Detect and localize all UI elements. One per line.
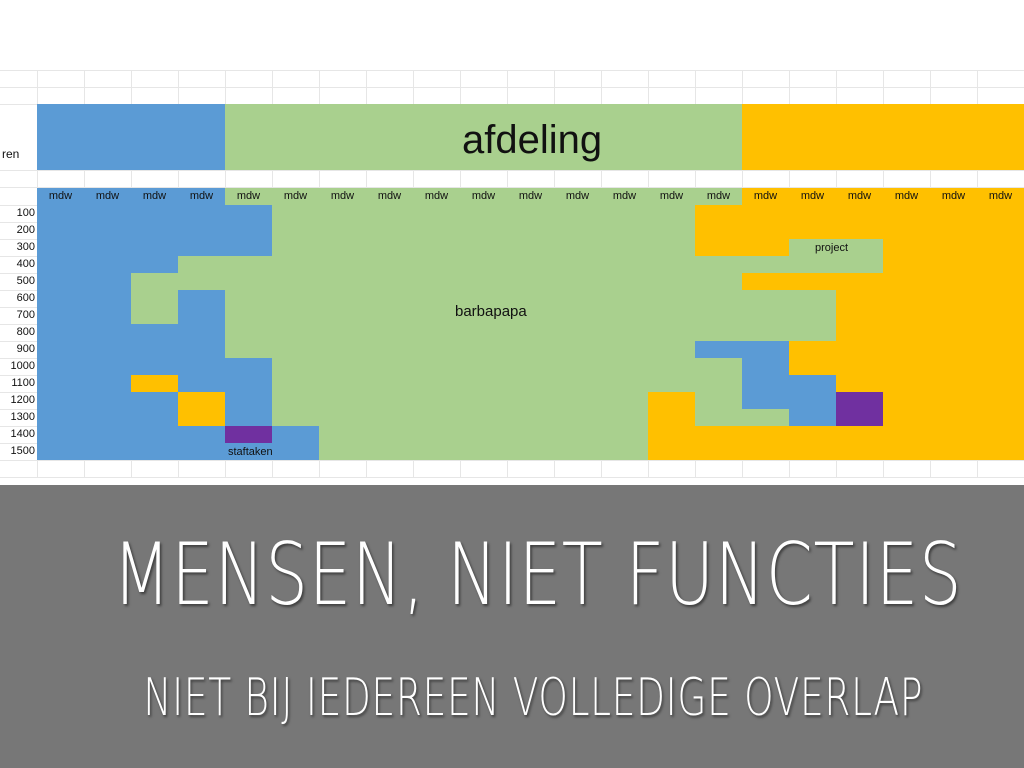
data-block-green (789, 307, 836, 324)
column-header-mdw: mdw (471, 190, 496, 202)
data-block-green (742, 256, 789, 273)
column-header-mdw: mdw (424, 190, 449, 202)
data-block-green (742, 290, 836, 307)
grid-line-horizontal (0, 170, 1024, 171)
row-label: 200 (16, 224, 35, 236)
data-block-blue (37, 256, 178, 273)
row-label: 1300 (10, 411, 35, 423)
spreadsheet-diagram: afdeling ren mdw mdw mdw mdw mdw mdw mdw mdw mdw… (0, 70, 1024, 478)
grid-line-horizontal (0, 187, 1024, 188)
row-label: 600 (16, 292, 35, 304)
data-block-blue (178, 290, 225, 324)
column-header-mdw: mdw (753, 190, 778, 202)
column-header-mdw: mdw (941, 190, 966, 202)
header-band-blue (37, 104, 225, 170)
data-block-blue (37, 324, 225, 358)
project-label: project (815, 242, 849, 254)
row-label: 500 (16, 275, 35, 287)
grid-line-horizontal (0, 87, 1024, 88)
column-header-mdw: mdw (189, 190, 214, 202)
column-header-mdw: mdw (142, 190, 167, 202)
left-cut-label: ren (2, 147, 20, 161)
row-label: 900 (16, 343, 35, 355)
data-block-orange (648, 426, 789, 460)
grid-line-horizontal (0, 460, 1024, 461)
barbapapa-label: barbapapa (455, 303, 527, 320)
slide-banner: MENSEN, NIET FUNCTIES NIET BIJ IEDEREEN … (0, 485, 1024, 768)
staftaken-label: staftaken (228, 446, 273, 458)
data-block-blue (37, 273, 131, 324)
column-header-mdw: mdw (894, 190, 919, 202)
row-label: 1100 (11, 377, 35, 389)
data-block-blue (789, 375, 836, 426)
slide-subtitle: NIET BIJ IEDEREEN VOLLEDIGE OVERLAP (143, 668, 924, 728)
column-header-mdw: mdw (988, 190, 1013, 202)
column-header-mdw: mdw (48, 190, 73, 202)
data-block-purple (225, 426, 272, 443)
column-header-mdw: mdw (283, 190, 308, 202)
row-label: 100 (16, 207, 35, 219)
row-label: 1000 (10, 360, 35, 372)
data-block-orange (648, 392, 695, 426)
row-label: 300 (16, 241, 35, 253)
data-block-blue (37, 426, 225, 460)
header-row-blue (37, 188, 225, 205)
data-block-blue (37, 358, 272, 426)
data-block-blue (742, 392, 789, 409)
column-header-mdw: mdw (518, 190, 543, 202)
header-row-green (225, 188, 742, 205)
row-label: 1200 (10, 394, 35, 406)
column-header-mdw: mdw (706, 190, 731, 202)
data-block-blue (742, 358, 789, 392)
column-header-mdw: mdw (659, 190, 684, 202)
data-block-orange (131, 375, 178, 392)
row-label: 1500 (10, 445, 35, 457)
data-block-blue (225, 443, 319, 460)
data-block-blue (695, 341, 789, 358)
column-header-mdw: mdw (377, 190, 402, 202)
column-header-mdw: mdw (565, 190, 590, 202)
column-header-mdw: mdw (800, 190, 825, 202)
grid-line-horizontal (0, 477, 1024, 478)
afdeling-label: afdeling (462, 118, 603, 162)
slide-title: MENSEN, NIET FUNCTIES (112, 525, 963, 625)
data-block-orange (836, 290, 1024, 341)
data-block-orange (178, 392, 225, 426)
row-label: 800 (16, 326, 35, 338)
data-block-purple (836, 392, 883, 426)
header-band-orange (742, 104, 1024, 170)
header-band-green (225, 104, 742, 170)
data-block-blue (272, 426, 319, 443)
column-header-mdw: mdw (236, 190, 261, 202)
column-header-mdw: mdw (330, 190, 355, 202)
column-header-mdw: mdw (612, 190, 637, 202)
grid-line-horizontal (0, 70, 1024, 71)
row-label: 700 (16, 309, 35, 321)
header-row-orange (742, 188, 1024, 205)
column-header-mdw: mdw (847, 190, 872, 202)
row-label: 1400 (10, 428, 35, 440)
column-header-mdw: mdw (95, 190, 120, 202)
project-area-green (789, 239, 883, 273)
row-label: 400 (16, 258, 35, 270)
data-block-blue (37, 205, 272, 256)
